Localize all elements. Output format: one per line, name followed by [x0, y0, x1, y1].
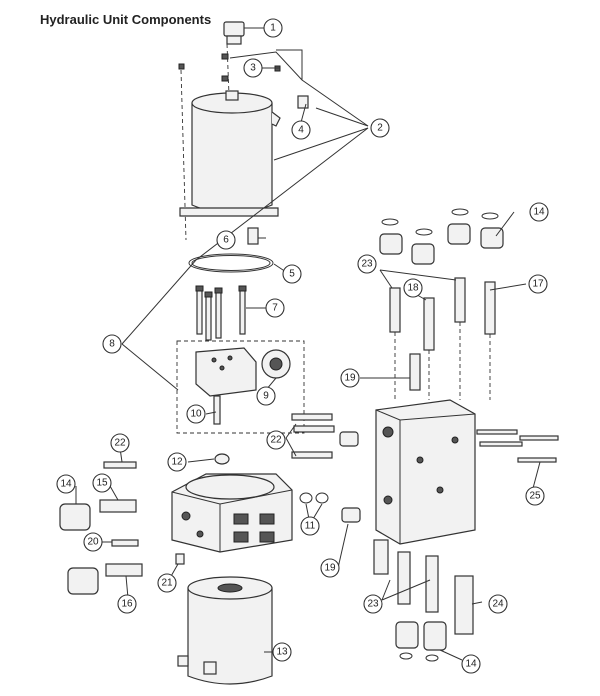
- callout-25: 25: [525, 486, 545, 506]
- svg-text:10: 10: [190, 409, 202, 420]
- solenoid-coils-14-top: [379, 208, 504, 265]
- breather-cap: [223, 21, 245, 45]
- svg-text:2: 2: [377, 123, 383, 134]
- leader-lines: [75, 27, 541, 661]
- washer-12: [214, 453, 230, 465]
- sight-plug-6: [247, 227, 259, 245]
- svg-text:12: 12: [171, 457, 183, 468]
- svg-text:15: 15: [96, 478, 108, 489]
- screws-22: [103, 413, 335, 469]
- filter-9: [261, 349, 291, 379]
- svg-text:23: 23: [361, 259, 373, 270]
- svg-text:19: 19: [344, 373, 356, 384]
- callout-23a: 23: [357, 254, 377, 274]
- callout-22a: 22: [110, 433, 130, 453]
- callout-7: 7: [265, 298, 285, 318]
- o-rings-11: [299, 492, 329, 504]
- svg-text:24: 24: [492, 599, 504, 610]
- valve-block: [375, 399, 476, 545]
- callout-6: 6: [216, 230, 236, 250]
- callout-10: 10: [186, 404, 206, 424]
- svg-text:13: 13: [276, 647, 288, 658]
- svg-text:22: 22: [270, 435, 282, 446]
- svg-text:8: 8: [109, 339, 115, 350]
- callout-14a: 14: [529, 202, 549, 222]
- svg-text:4: 4: [298, 125, 304, 136]
- svg-text:5: 5: [289, 269, 295, 280]
- callout-16: 16: [117, 594, 137, 614]
- manifold-block: [171, 473, 293, 553]
- bottom-cartridges: [373, 539, 474, 635]
- callout-11: 11: [300, 516, 320, 536]
- motor-13: [177, 576, 273, 685]
- svg-text:3: 3: [250, 63, 256, 74]
- cartridge-valves-top: [389, 277, 496, 391]
- callout-14c: 14: [461, 654, 481, 674]
- pump-assembly: [195, 347, 257, 425]
- callout-17: 17: [528, 274, 548, 294]
- callout-12: 12: [167, 452, 187, 472]
- callout-5: 5: [282, 264, 302, 284]
- svg-text:22: 22: [114, 438, 126, 449]
- callout-2: 2: [370, 118, 390, 138]
- callout-24: 24: [488, 594, 508, 614]
- left-valves: [59, 499, 185, 595]
- o-ring-5: [188, 253, 274, 273]
- diagram-title: Hydraulic Unit Components: [40, 12, 212, 27]
- svg-text:9: 9: [263, 391, 269, 402]
- long-bolts-25: [476, 429, 559, 463]
- svg-text:16: 16: [121, 599, 133, 610]
- callout-21: 21: [157, 573, 177, 593]
- callout-13: 13: [272, 642, 292, 662]
- svg-text:6: 6: [223, 235, 229, 246]
- svg-text:14: 14: [60, 479, 72, 490]
- fitting-4: [297, 95, 309, 109]
- svg-text:1: 1: [270, 23, 276, 34]
- callout-1: 1: [263, 18, 283, 38]
- callout-18: 18: [403, 278, 423, 298]
- svg-text:11: 11: [305, 521, 316, 532]
- callout-9: 9: [256, 386, 276, 406]
- callout-14b: 14: [56, 474, 76, 494]
- callout-3: 3: [243, 58, 263, 78]
- svg-text:20: 20: [87, 537, 99, 548]
- callout-22b: 22: [266, 430, 286, 450]
- svg-text:17: 17: [532, 279, 544, 290]
- svg-text:14: 14: [533, 207, 545, 218]
- callout-8: 8: [102, 334, 122, 354]
- bolts-7: [195, 285, 247, 341]
- svg-text:14: 14: [465, 659, 477, 670]
- check-valves-19: [339, 431, 361, 523]
- callout-19b: 19: [320, 558, 340, 578]
- callout-20: 20: [83, 532, 103, 552]
- svg-text:23: 23: [367, 599, 379, 610]
- svg-text:18: 18: [407, 283, 419, 294]
- callout-23b: 23: [363, 594, 383, 614]
- svg-text:21: 21: [161, 578, 173, 589]
- callout-4: 4: [291, 120, 311, 140]
- callout-19a: 19: [340, 368, 360, 388]
- svg-text:25: 25: [529, 491, 541, 502]
- solenoid-coils-14-bottom: [395, 621, 447, 662]
- callout-15: 15: [92, 473, 112, 493]
- svg-text:7: 7: [272, 303, 278, 314]
- reservoir-tank: [179, 90, 281, 217]
- svg-text:19: 19: [324, 563, 336, 574]
